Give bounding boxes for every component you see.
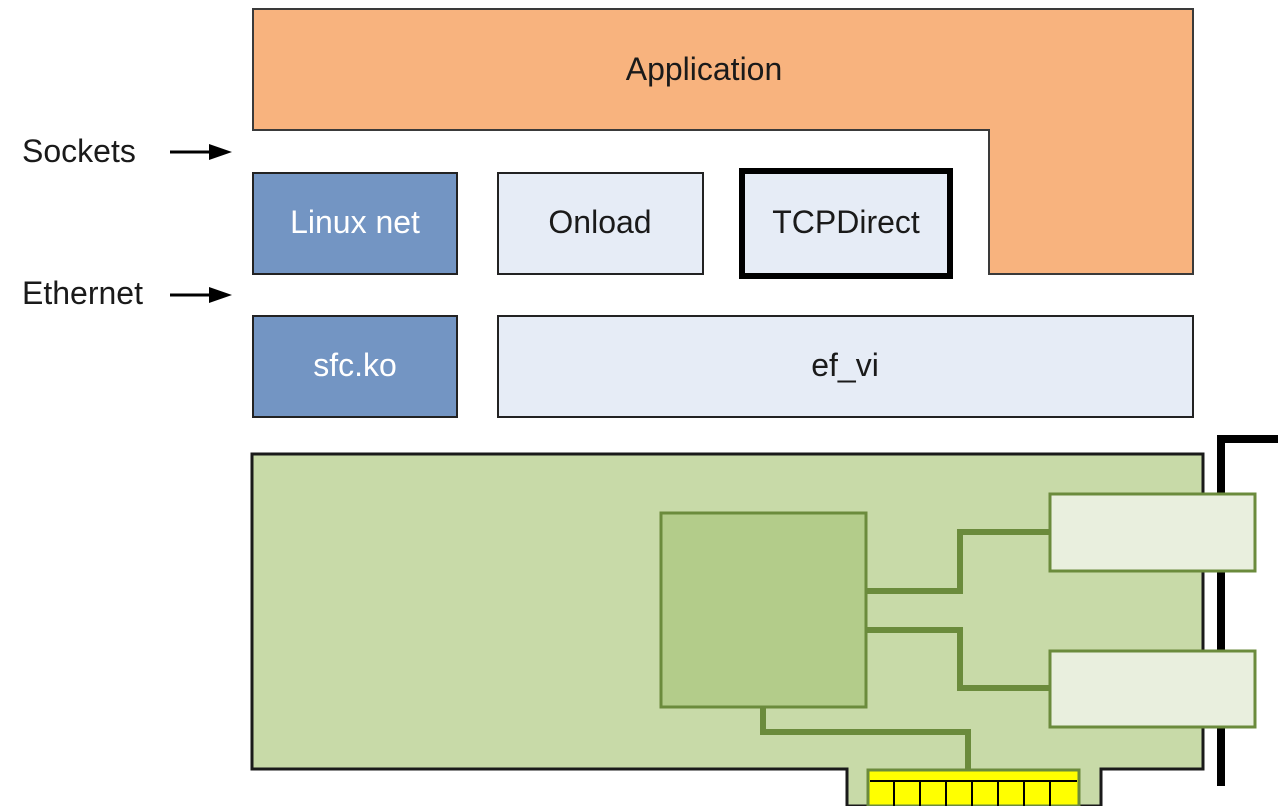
onload-layer: Onload	[497, 172, 704, 275]
sfc-ko-layer: sfc.ko	[252, 315, 458, 418]
sockets-annotation: Sockets	[22, 133, 232, 169]
nic-chip-icon	[659, 511, 868, 709]
linux-net-layer: Linux net	[252, 172, 458, 275]
nic-port-bottom-icon	[1048, 649, 1257, 729]
sockets-label: Sockets	[22, 133, 136, 169]
ethernet-arrowhead-icon	[209, 287, 232, 303]
ef-vi-label: ef_vi	[811, 347, 879, 383]
nic-card-icon	[250, 435, 1278, 806]
application-layer: Application	[252, 8, 1194, 275]
linux-net-label: Linux net	[290, 204, 420, 240]
onload-block	[497, 172, 704, 275]
linux-net-block	[252, 172, 458, 275]
ef-vi-layer: ef_vi	[497, 315, 1194, 418]
sfc-ko-label: sfc.ko	[313, 347, 397, 383]
tcpdirect-label: TCPDirect	[772, 204, 920, 240]
nic-port-top-icon	[1048, 492, 1257, 573]
application-block	[252, 8, 1194, 275]
application-label: Application	[626, 51, 783, 87]
nic-bracket-icon	[1217, 435, 1278, 786]
ethernet-annotation: Ethernet	[22, 275, 232, 311]
sockets-arrowhead-icon	[209, 144, 232, 160]
nic-traces-icon	[760, 529, 1050, 770]
tcpdirect-layer: TCPDirect	[739, 168, 953, 279]
sfc-ko-block	[252, 315, 458, 418]
ethernet-label: Ethernet	[22, 275, 143, 311]
onload-label: Onload	[548, 204, 651, 240]
nic-edge-connector-icon	[866, 768, 1081, 806]
tcpdirect-block	[739, 168, 953, 279]
ef-vi-block	[497, 315, 1194, 418]
